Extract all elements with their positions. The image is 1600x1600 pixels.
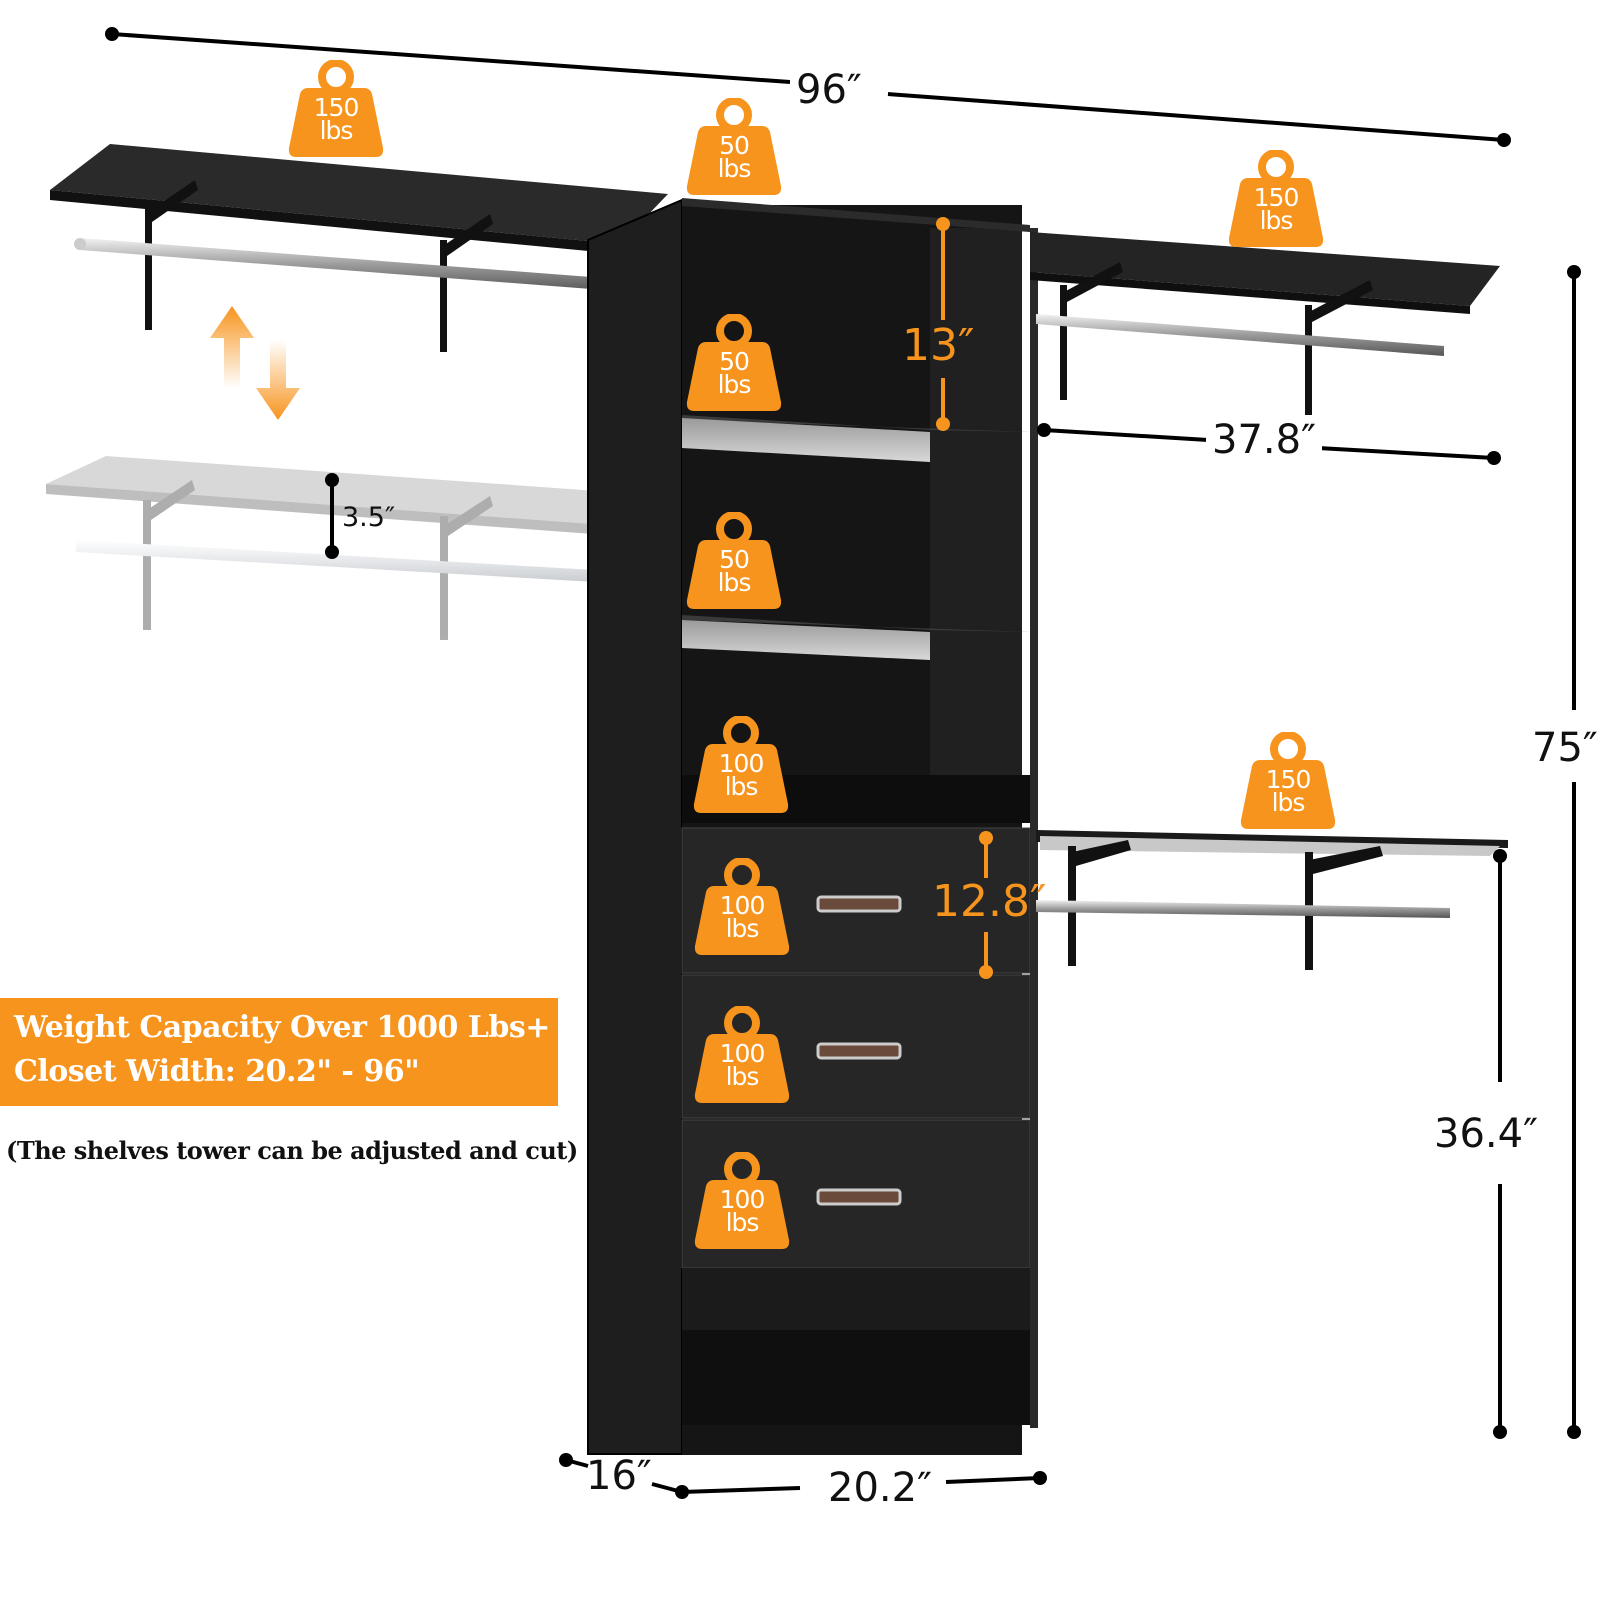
weight-shape <box>694 858 790 955</box>
weight-shape <box>694 1006 790 1103</box>
weight-number: 50 <box>719 131 750 160</box>
side-width-label: 37.8″ <box>1206 420 1323 460</box>
weight-capacity-banner: Weight Capacity Over 1000 Lbs+ Closet Wi… <box>0 998 558 1106</box>
weight-shape <box>694 1152 790 1249</box>
total-width-label: 96″ <box>790 70 868 110</box>
weight-unit: lbs <box>725 1062 760 1091</box>
tower-note: (The shelves tower can be adjusted and c… <box>6 1136 578 1165</box>
weight-number: 150 <box>313 93 360 122</box>
weight-unit: lbs <box>717 568 752 597</box>
adjusted-left-shelf <box>46 456 668 640</box>
depth-label: 16″ <box>586 1453 652 1499</box>
weight-shape <box>1228 150 1324 247</box>
weight-shape <box>1240 732 1336 829</box>
weight-number: 100 <box>719 891 766 920</box>
weight-shape <box>288 60 384 157</box>
lower-height-label: 36.4″ <box>1428 1114 1545 1154</box>
weight-shape <box>693 716 789 813</box>
tower-width-label: 20.2″ <box>822 1468 939 1508</box>
weight-shape <box>686 98 782 195</box>
weight-number: 50 <box>719 347 750 376</box>
orange-dimension-lines <box>936 217 993 979</box>
top-left-shelf <box>50 144 668 352</box>
tower <box>587 198 1038 1455</box>
height-label: 75″ <box>1526 728 1600 768</box>
weight-unit: lbs <box>725 1208 760 1237</box>
weight-number: 100 <box>718 749 765 778</box>
drawer-height-label: 12.8″ <box>932 876 1047 927</box>
weight-unit: lbs <box>1271 788 1306 817</box>
adjust-label: 3.5″ <box>342 502 396 533</box>
weight-unit: lbs <box>724 772 759 801</box>
weight-number: 150 <box>1253 183 1300 212</box>
up-down-arrows-icon <box>210 306 300 420</box>
weight-number: 100 <box>719 1039 766 1068</box>
weight-number: 50 <box>719 545 750 574</box>
weight-unit: lbs <box>319 116 354 145</box>
dimension-lines <box>105 27 1581 1499</box>
weight-unit: lbs <box>1259 206 1294 235</box>
weight-shape <box>686 314 782 411</box>
weight-number: 100 <box>719 1185 766 1214</box>
weight-shape <box>686 512 782 609</box>
weight-unit: lbs <box>725 914 760 943</box>
banner-line-2: Closet Width: 20.2" - 96" <box>14 1054 420 1089</box>
weight-unit: lbs <box>717 154 752 183</box>
lower-right-shelf <box>1036 830 1508 970</box>
banner-line-1: Weight Capacity Over 1000 Lbs+ <box>14 1010 550 1045</box>
weight-unit: lbs <box>717 370 752 399</box>
shelf-gap-label: 13″ <box>902 320 975 371</box>
top-right-shelf <box>1030 232 1500 415</box>
weight-number: 150 <box>1265 765 1312 794</box>
